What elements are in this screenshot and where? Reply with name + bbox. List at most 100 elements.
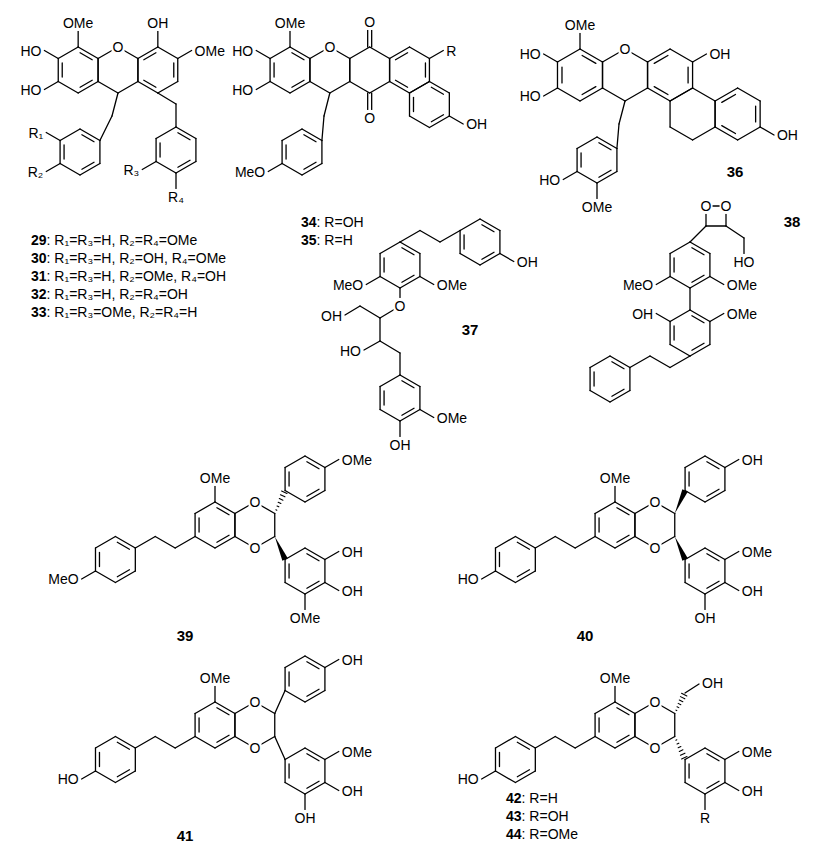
bond-line — [175, 173, 176, 189]
atom-label: HO — [339, 343, 362, 359]
atom-label: OMe — [194, 42, 226, 58]
double-bond-line — [688, 472, 689, 486]
bond-line — [194, 514, 195, 537]
bond-line — [594, 514, 595, 537]
double-bond-line — [582, 55, 596, 63]
bond-line — [58, 82, 78, 94]
bond-line — [706, 225, 726, 226]
hashed-bond — [675, 710, 677, 712]
hashed-bond — [277, 505, 279, 507]
bond-line — [195, 702, 215, 714]
definition-text: : R₁=R₃=H, R₂=OH, R₄=OMe — [47, 250, 227, 266]
bond-line — [685, 456, 705, 468]
bond-line — [704, 794, 705, 810]
hashed-bond — [275, 509, 277, 511]
hashed-bond — [279, 499, 283, 501]
double-bond-line — [517, 570, 529, 577]
bond-line — [380, 242, 400, 254]
bond-line — [324, 468, 325, 491]
atom-label: OH — [741, 451, 764, 467]
bond-line — [268, 164, 282, 172]
bond-line — [709, 322, 710, 345]
bond-line — [370, 47, 390, 59]
bond-line — [670, 310, 690, 322]
bond-line — [710, 314, 724, 322]
bond-line — [410, 82, 430, 94]
double-bond-line — [307, 662, 319, 669]
double-bond-line — [707, 489, 719, 496]
bond-line — [275, 691, 285, 714]
bond-line — [95, 737, 115, 749]
atom-label: OH — [341, 651, 364, 667]
bond-line — [95, 548, 96, 571]
compound-number: 39 — [176, 627, 195, 644]
bond-line — [175, 737, 195, 749]
atom-label: MeO — [47, 571, 79, 587]
hashed-bond — [682, 693, 687, 696]
atom-label: OH — [320, 308, 343, 324]
bond-line — [325, 752, 339, 760]
atom-label: OH — [341, 543, 364, 559]
bond-line — [380, 277, 400, 289]
bond-line — [684, 468, 685, 491]
atom-label: HO — [733, 254, 756, 270]
bond-line — [575, 737, 595, 749]
bond-line — [429, 59, 430, 82]
bond-line — [214, 486, 215, 502]
bond-line — [285, 748, 305, 760]
bond-line — [656, 277, 670, 285]
wedge-bond — [275, 537, 288, 561]
atom-label: OH — [341, 582, 364, 598]
atom-label: HO — [57, 771, 80, 787]
atom-label: MeO — [332, 276, 364, 292]
hashed-bond — [680, 697, 684, 699]
bond-line — [693, 127, 716, 140]
bond-line — [684, 560, 685, 583]
bond-line — [670, 277, 690, 289]
bond-line — [590, 391, 610, 403]
bond-line — [155, 537, 175, 549]
bond-line — [535, 748, 536, 771]
bond-line — [400, 231, 420, 243]
bond-line — [97, 59, 98, 82]
substituent-definition: 43: R=OH — [505, 808, 570, 824]
bond-line — [270, 47, 290, 59]
atom-label: MeO — [622, 276, 654, 292]
bond-line — [137, 59, 138, 82]
bond-line — [725, 783, 739, 791]
double-bond-line — [517, 770, 529, 777]
definition-text: : R₁=R₃=H, R₂=R₄=OMe — [47, 232, 198, 248]
bond-line — [194, 714, 195, 737]
bond-line — [685, 783, 705, 795]
atom-label: O — [363, 110, 376, 126]
bond-line — [78, 31, 79, 47]
bond-line — [99, 141, 100, 164]
atom-label: R — [445, 42, 457, 58]
double-bond-line — [288, 472, 289, 486]
bond-line — [420, 277, 434, 285]
atom-label: HO — [231, 42, 254, 58]
double-bond-line — [304, 135, 316, 142]
bond-line — [82, 571, 96, 579]
bond-line — [274, 714, 275, 737]
double-bond-line — [707, 462, 719, 469]
bond-line — [399, 421, 400, 437]
bond-line — [690, 226, 706, 242]
bond-line — [155, 139, 156, 162]
bond-line — [135, 737, 155, 749]
bond-line — [459, 231, 460, 254]
bond-line — [674, 514, 675, 537]
double-bond-line — [707, 581, 719, 588]
bond-line — [60, 164, 80, 176]
double-bond-line — [707, 554, 719, 561]
wedge-bond — [675, 489, 688, 513]
bond-line — [724, 760, 725, 783]
atom-label: O — [323, 39, 336, 55]
bond-line — [349, 59, 350, 82]
bond-line — [284, 468, 285, 491]
definition-text: : R=H — [317, 232, 353, 248]
double-bond-line — [217, 508, 229, 515]
double-bond-line — [402, 275, 414, 282]
double-bond-line — [673, 326, 674, 340]
atom-label: HO — [19, 42, 42, 58]
